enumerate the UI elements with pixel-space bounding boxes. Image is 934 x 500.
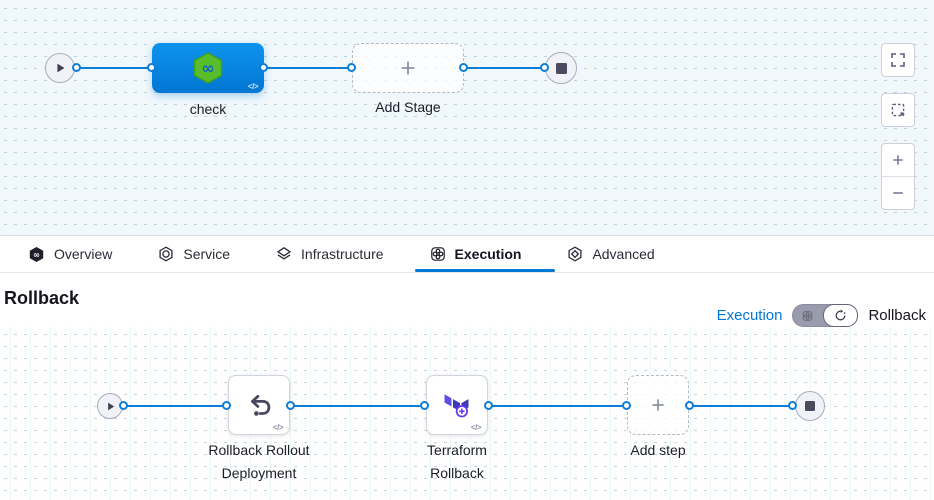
pipeline-end-node — [545, 52, 577, 84]
rollback-mini-icon — [834, 309, 847, 322]
tab-label: Execution — [454, 246, 522, 262]
add-stage-label: Add Stage — [375, 99, 441, 115]
stage-config-tabbar: ∞ Overview Service Infrastructure — [0, 235, 934, 273]
zoom-out-button[interactable] — [882, 177, 914, 209]
stop-icon — [805, 401, 815, 411]
tab-label: Service — [183, 246, 231, 262]
edge-connector — [622, 401, 631, 410]
step-label-line: Rollback — [430, 465, 484, 481]
fullscreen-icon — [890, 52, 906, 68]
tab-advanced[interactable]: Advanced — [567, 246, 655, 262]
tab-overview[interactable]: ∞ Overview — [28, 246, 112, 263]
harness-overview-icon: ∞ — [28, 246, 45, 263]
fullscreen-button[interactable] — [881, 43, 915, 77]
harness-cd-stage-icon: ∞ — [190, 50, 226, 86]
pipeline-edge — [264, 67, 352, 69]
step-label-line: Rollback Rollout — [208, 442, 310, 458]
minus-icon — [890, 185, 906, 201]
service-icon — [158, 246, 174, 262]
pipeline-start-node — [45, 53, 75, 83]
pipeline-start-node — [97, 393, 123, 419]
tab-execution[interactable]: Execution — [430, 246, 522, 262]
zoom-in-button[interactable] — [882, 144, 914, 176]
tab-infrastructure[interactable]: Infrastructure — [276, 246, 384, 262]
play-icon — [54, 62, 66, 74]
pipeline-edge — [77, 67, 152, 69]
edge-connector — [286, 401, 295, 410]
section-title: Rollback — [4, 288, 80, 308]
toggle-knob — [823, 304, 859, 327]
step-label: Rollback Rollout Deployment — [208, 439, 309, 485]
edge-connector — [72, 63, 81, 72]
pipeline-edge — [291, 405, 425, 407]
pipeline-edge — [464, 67, 545, 69]
edge-connector — [222, 401, 231, 410]
play-icon — [105, 401, 116, 412]
advanced-icon — [567, 246, 583, 262]
tab-label: Advanced — [592, 246, 655, 262]
step-node-terraform-rollback[interactable]: </> — [426, 375, 488, 435]
edge-connector — [347, 63, 356, 72]
edge-connector — [259, 63, 268, 72]
stage-label: check — [189, 101, 227, 117]
code-glyph: </> — [470, 423, 482, 432]
edge-connector — [540, 63, 549, 72]
add-step-label: Add step — [630, 442, 686, 458]
divider — [882, 176, 914, 177]
zoom-control-group — [881, 143, 915, 210]
step-label: Terraform Rollback — [427, 439, 487, 485]
add-step-button[interactable] — [627, 375, 689, 435]
plus-icon — [890, 152, 906, 168]
step-node-rollback-rollout-deployment[interactable]: </> — [228, 375, 290, 435]
step-label-line: Deployment — [221, 465, 297, 481]
undo-icon — [245, 391, 274, 420]
code-glyph: </> — [247, 82, 259, 91]
edge-connector — [119, 401, 128, 410]
rollback-section-header: Rollback Execution — [0, 273, 934, 327]
rollback-pipeline-canvas: </> Rollback Rollout Deployment </> Terr… — [0, 327, 934, 500]
edge-connector — [420, 401, 429, 410]
plus-icon — [649, 396, 667, 414]
tab-label: Infrastructure — [301, 246, 384, 262]
pipeline-edge — [690, 405, 793, 407]
edge-connector — [484, 401, 493, 410]
marquee-selection-icon — [890, 102, 906, 118]
execution-mode-link[interactable]: Execution — [716, 307, 783, 324]
tab-service[interactable]: Service — [158, 246, 230, 262]
infrastructure-icon — [276, 246, 292, 262]
pipeline-edge — [124, 405, 227, 407]
plus-icon — [398, 58, 418, 78]
execution-mini-icon — [802, 310, 813, 321]
pipeline-edge — [489, 405, 627, 407]
pipeline-end-node — [795, 391, 825, 421]
svg-text:∞: ∞ — [201, 58, 214, 77]
edge-connector — [147, 63, 156, 72]
edge-connector — [459, 63, 468, 72]
code-glyph: </> — [272, 423, 284, 432]
execution-rollback-toggle[interactable] — [792, 304, 859, 327]
stage-node-check[interactable]: ∞ </> — [152, 43, 264, 93]
execution-icon — [430, 246, 446, 262]
edge-connector — [788, 401, 797, 410]
stop-icon — [555, 62, 567, 74]
rollback-mode-label: Rollback — [868, 307, 926, 324]
edge-connector — [685, 401, 694, 410]
execution-rollback-switcher: Execution — [717, 304, 926, 327]
stage-pipeline-canvas: ∞ </> check Add Stage — [0, 0, 934, 235]
terraform-icon — [442, 390, 472, 420]
add-stage-button[interactable] — [352, 43, 464, 93]
tab-label: Overview — [54, 246, 113, 262]
svg-text:∞: ∞ — [33, 250, 40, 260]
step-label-line: Terraform — [427, 442, 487, 458]
active-tab-underline — [415, 269, 555, 272]
marquee-select-button[interactable] — [881, 93, 915, 127]
